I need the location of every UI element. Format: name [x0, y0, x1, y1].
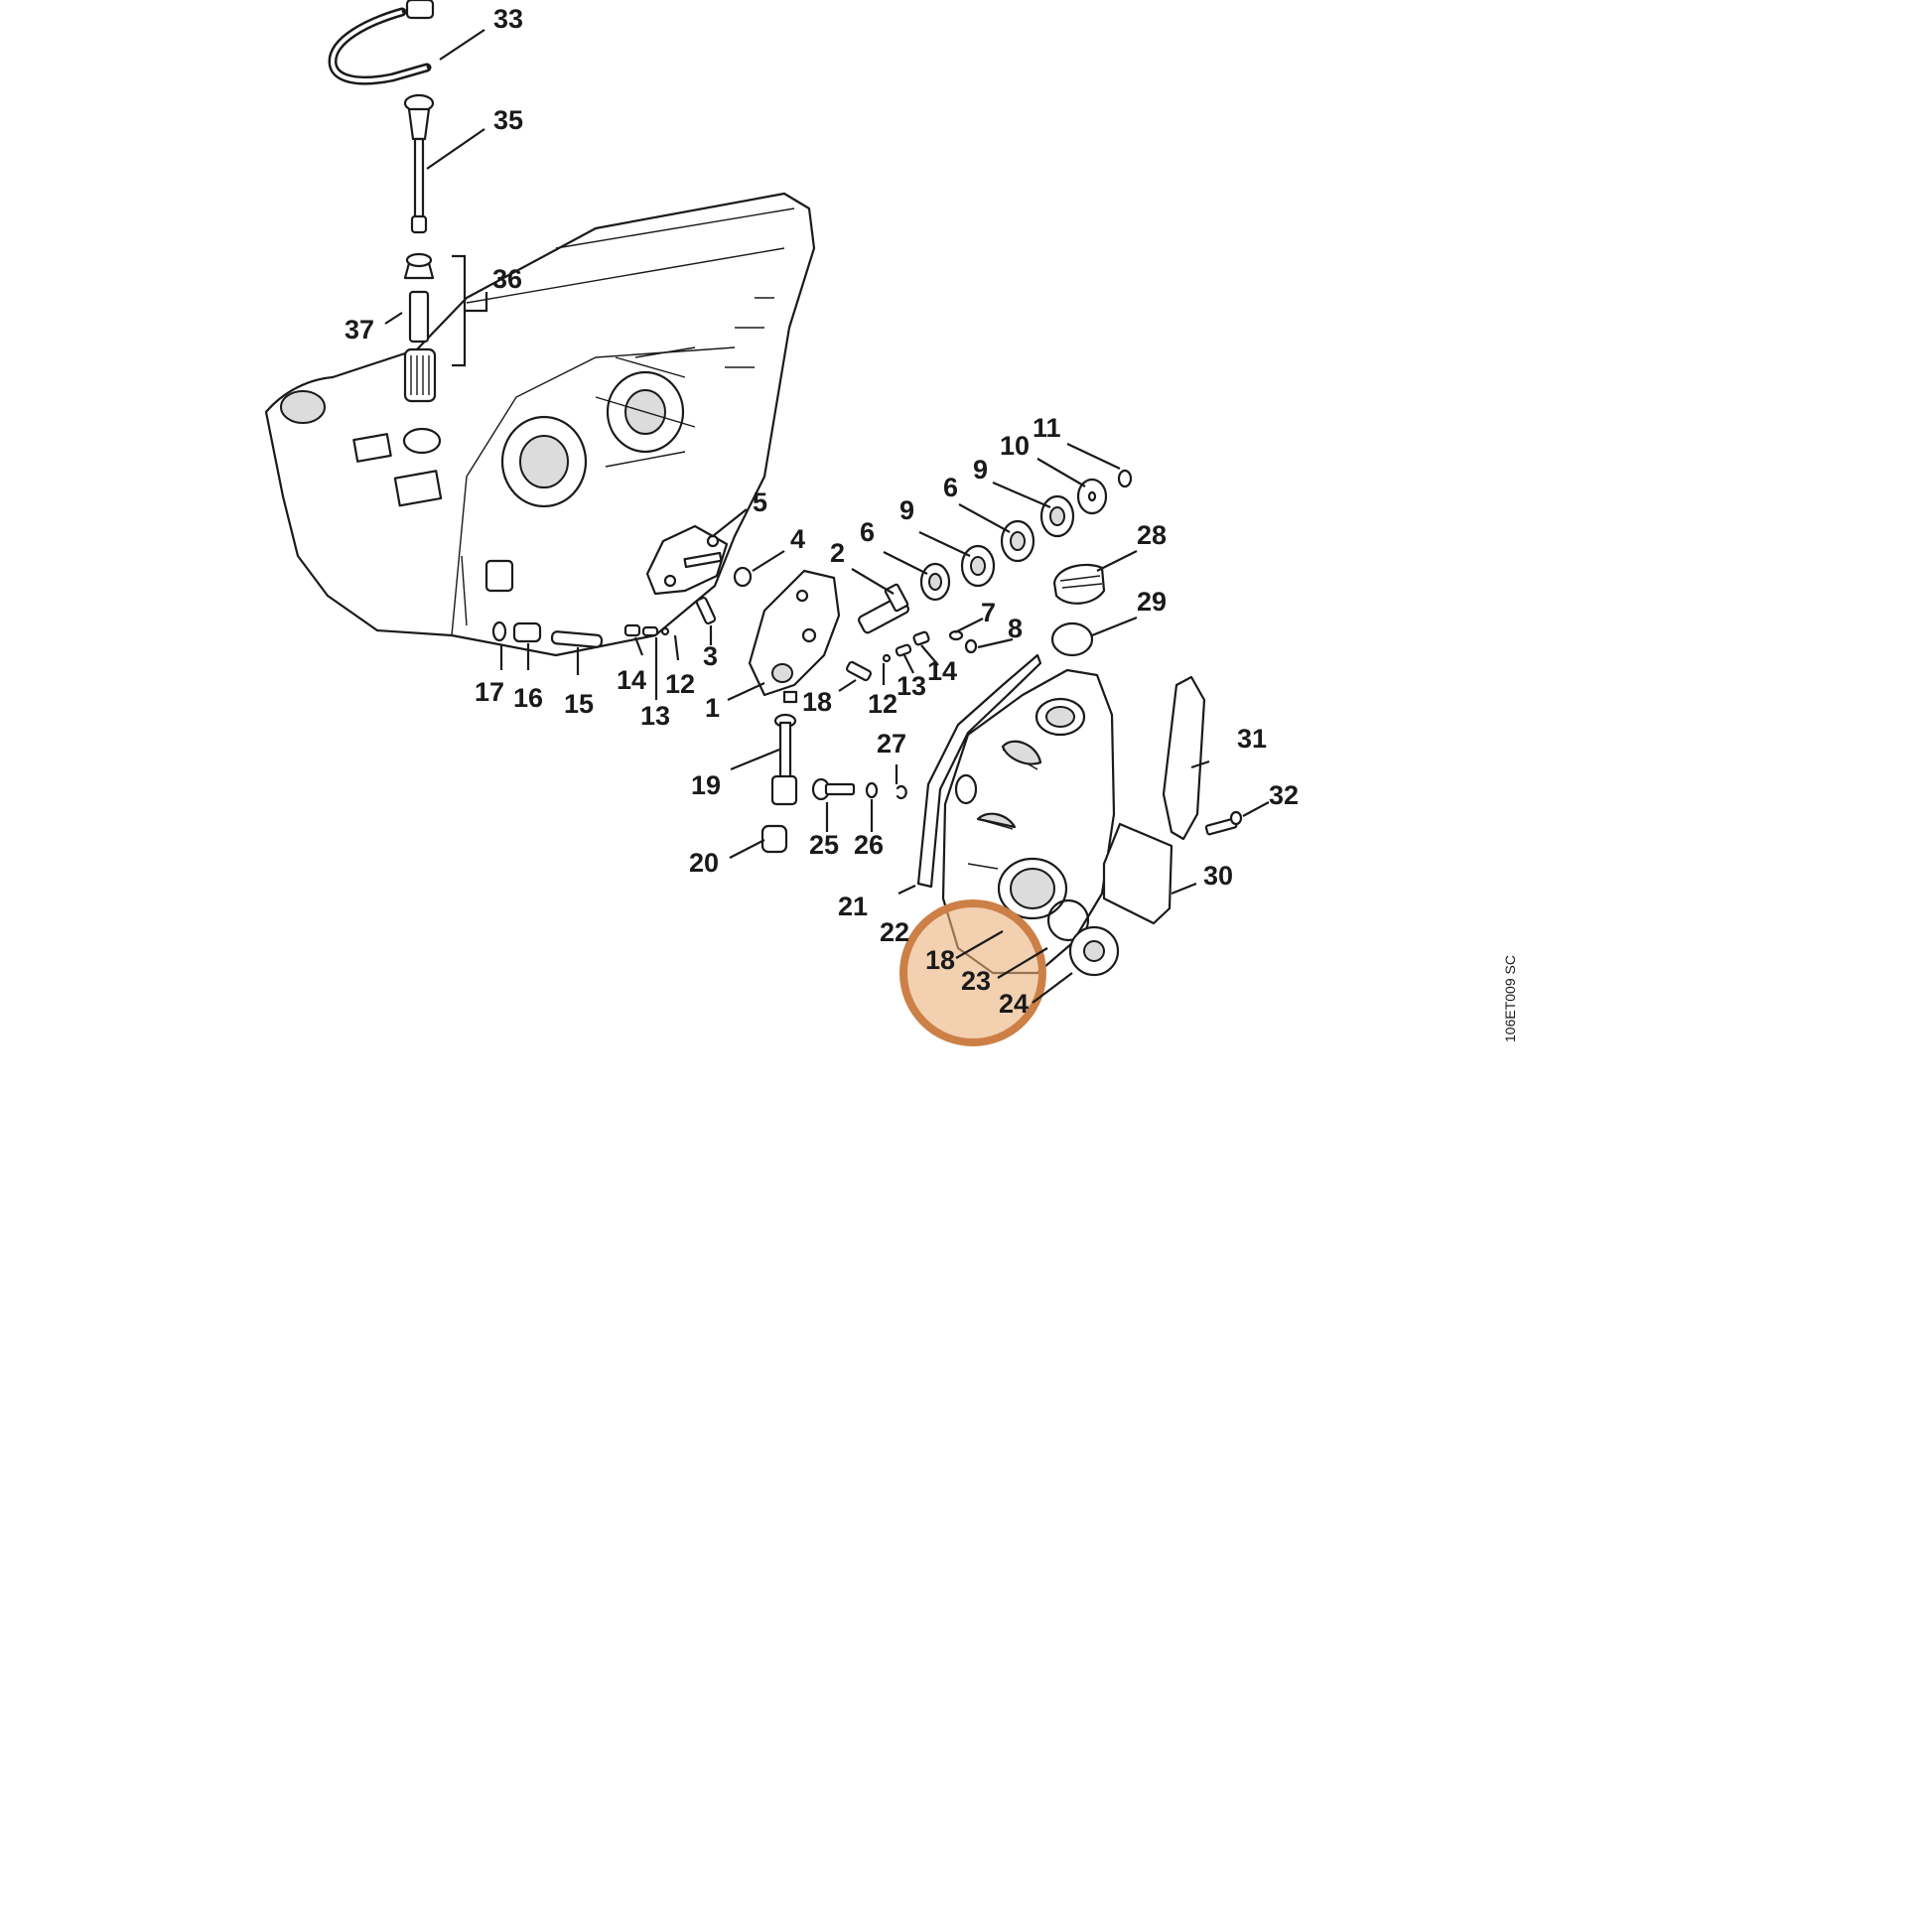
label-36: 36 — [492, 264, 522, 294]
label-3: 3 — [703, 641, 718, 671]
part-labels: 33 35 36 37 11 10 9 6 9 6 28 29 5 4 2 7 … — [345, 4, 1299, 1019]
label-32: 32 — [1269, 780, 1299, 810]
label-24: 24 — [999, 989, 1029, 1019]
label-35: 35 — [493, 105, 523, 135]
spring-15[interactable] — [550, 630, 604, 648]
label-11: 11 — [1033, 413, 1061, 443]
leader-lines — [384, 29, 1270, 1004]
label-23: 23 — [961, 966, 991, 996]
pump-cover-plate[interactable] — [645, 524, 729, 596]
label-16: 16 — [513, 683, 543, 713]
oil-filter[interactable] — [403, 252, 437, 403]
bush-20[interactable] — [760, 824, 788, 854]
label-17: 17 — [475, 677, 504, 707]
highlight-circle — [899, 899, 1046, 1046]
ring-11[interactable] — [1117, 469, 1133, 488]
pickup-body[interactable] — [403, 93, 435, 234]
label-20: 20 — [689, 848, 719, 878]
label-19: 19 — [691, 770, 721, 800]
gasket-21[interactable] — [916, 653, 1042, 889]
label-13a: 13 — [897, 671, 926, 701]
o-ring-29[interactable] — [1050, 621, 1094, 657]
label-28: 28 — [1137, 520, 1167, 550]
label-8: 8 — [1008, 614, 1023, 643]
label-33: 33 — [493, 4, 523, 34]
screw-18[interactable] — [846, 660, 872, 682]
label-5: 5 — [753, 487, 767, 517]
label-21: 21 — [838, 892, 868, 921]
drawing-code: 106ET009 SC — [1502, 955, 1518, 1042]
valve-14a[interactable] — [623, 623, 670, 637]
label-30: 30 — [1203, 861, 1233, 891]
label-18b: 18 — [925, 945, 955, 975]
label-29: 29 — [1137, 587, 1167, 617]
washer-26[interactable] — [865, 781, 879, 799]
label-13b: 13 — [640, 701, 670, 731]
label-9b: 9 — [973, 455, 988, 484]
label-10: 10 — [1000, 431, 1030, 461]
pump-piston[interactable] — [858, 583, 910, 634]
label-37: 37 — [345, 315, 374, 345]
label-25: 25 — [809, 830, 839, 860]
label-7: 7 — [981, 598, 996, 627]
label-4: 4 — [790, 524, 805, 554]
plug-17[interactable] — [491, 621, 507, 642]
label-18a: 18 — [802, 687, 832, 717]
oil-tank-cap-28[interactable] — [1052, 563, 1106, 605]
clip-27[interactable] — [896, 784, 907, 800]
tank-housing-22[interactable] — [941, 668, 1116, 975]
ring-23[interactable] — [1046, 898, 1090, 942]
label-12b: 12 — [665, 669, 695, 699]
oil-hose[interactable] — [328, 0, 435, 85]
pin-3[interactable] — [695, 596, 717, 625]
label-6b: 6 — [943, 473, 958, 502]
crankcase-housing[interactable] — [264, 192, 816, 657]
label-26: 26 — [854, 830, 884, 860]
bracket-31[interactable] — [1162, 675, 1206, 841]
plate-30[interactable] — [1102, 822, 1173, 925]
label-14a: 14 — [927, 656, 957, 686]
label-1: 1 — [705, 693, 720, 723]
label-15: 15 — [564, 689, 594, 719]
oil-pump-housing[interactable] — [748, 569, 841, 704]
label-31: 31 — [1237, 724, 1267, 754]
sleeve-16[interactable] — [512, 621, 542, 643]
label-14b: 14 — [617, 665, 646, 695]
label-2: 2 — [830, 538, 845, 568]
screw-32[interactable] — [1204, 810, 1243, 836]
label-6a: 6 — [860, 517, 875, 547]
label-12a: 12 — [868, 689, 897, 719]
screw-25[interactable] — [811, 777, 856, 801]
pump-shaft-19[interactable] — [770, 713, 798, 806]
label-9a: 9 — [899, 495, 914, 525]
label-22: 22 — [880, 917, 909, 947]
label-27: 27 — [877, 729, 906, 759]
washer-4[interactable] — [733, 566, 753, 588]
